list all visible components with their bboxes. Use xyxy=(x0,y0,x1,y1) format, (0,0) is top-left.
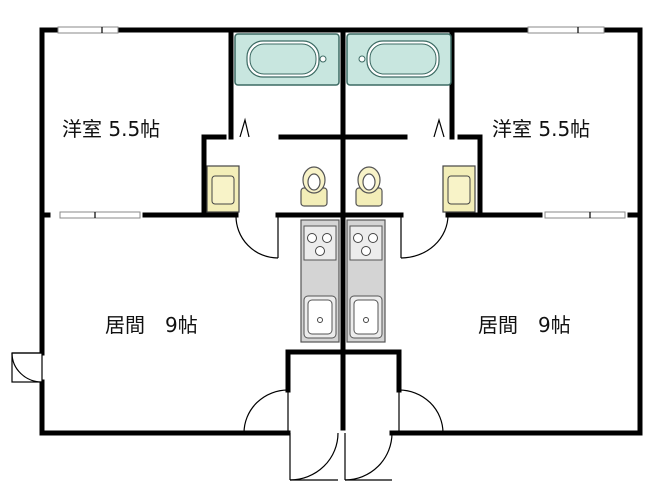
kitchen-left xyxy=(300,219,340,343)
walls xyxy=(39,27,643,436)
living-label-right: 居間 9帖 xyxy=(478,313,571,337)
washer-right xyxy=(442,165,476,213)
washer-left xyxy=(206,165,240,213)
window-ticks xyxy=(94,27,591,218)
doors xyxy=(11,214,449,481)
bathtub-left xyxy=(234,33,340,86)
bath-doors xyxy=(239,117,445,138)
bathtub-right xyxy=(346,33,452,86)
kitchen-right xyxy=(346,219,386,343)
bedroom-label-right: 洋室 5.5帖 xyxy=(492,117,591,141)
bedroom-label-left: 洋室 5.5帖 xyxy=(62,117,161,141)
toilet-right xyxy=(355,166,383,207)
windows xyxy=(57,26,626,219)
living-label-left: 居間 9帖 xyxy=(105,313,198,337)
toilet-left xyxy=(300,166,328,207)
